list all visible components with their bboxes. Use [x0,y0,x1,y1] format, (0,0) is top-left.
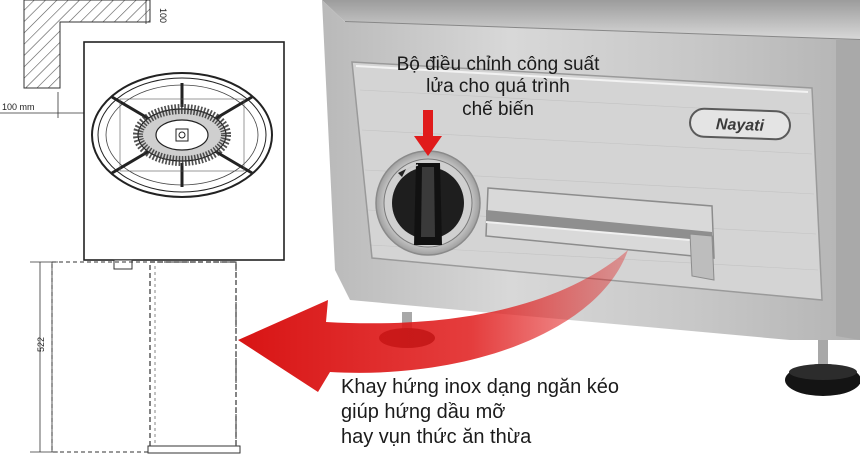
dim-height-label: 522 [36,337,46,352]
drawer-tray [485,187,715,281]
cooker-top [322,0,860,40]
dimension-clearance: 100 mm [0,92,84,118]
knob-pointer-arrow [414,110,442,156]
callout-tray-line-3: hay vụn thức ăn thừa [341,426,532,449]
callout-knob-line-1: Bộ điều chỉnh công suất [396,54,600,75]
brand-badge: Nayati [689,107,791,141]
technical-drawing: 100 100 mm [0,0,285,454]
callout-drip-tray: Khay hứng inox dạng ngăn kéo giúp hứng d… [341,375,701,451]
dimension-top: 100 [145,0,168,24]
tray-curved-arrow [238,250,628,392]
callout-tray-line-1: Khay hứng inox dạng ngăn kéo [341,376,620,398]
steel-cooker: Nayati [322,0,860,396]
callout-tray-line-2: giúp hứng dầu mỡ [341,401,506,424]
brand-logo-text: Nayati [716,116,765,135]
control-knob [375,150,481,256]
callout-knob-line-3: chế biến [462,98,534,120]
callout-knob-line-2: lửa cho quá trình [426,76,570,98]
stand-outline: 522 [30,261,241,454]
dim-clearance-label: 100 mm [2,102,35,112]
callout-knob-control: Bộ điều chỉnh công suất lửa cho quá trìn… [358,54,638,121]
wall-section [23,0,151,89]
burner-drawing [91,72,273,198]
dim-top-label: 100 [158,8,168,23]
drawing-knob-tab [113,259,133,270]
